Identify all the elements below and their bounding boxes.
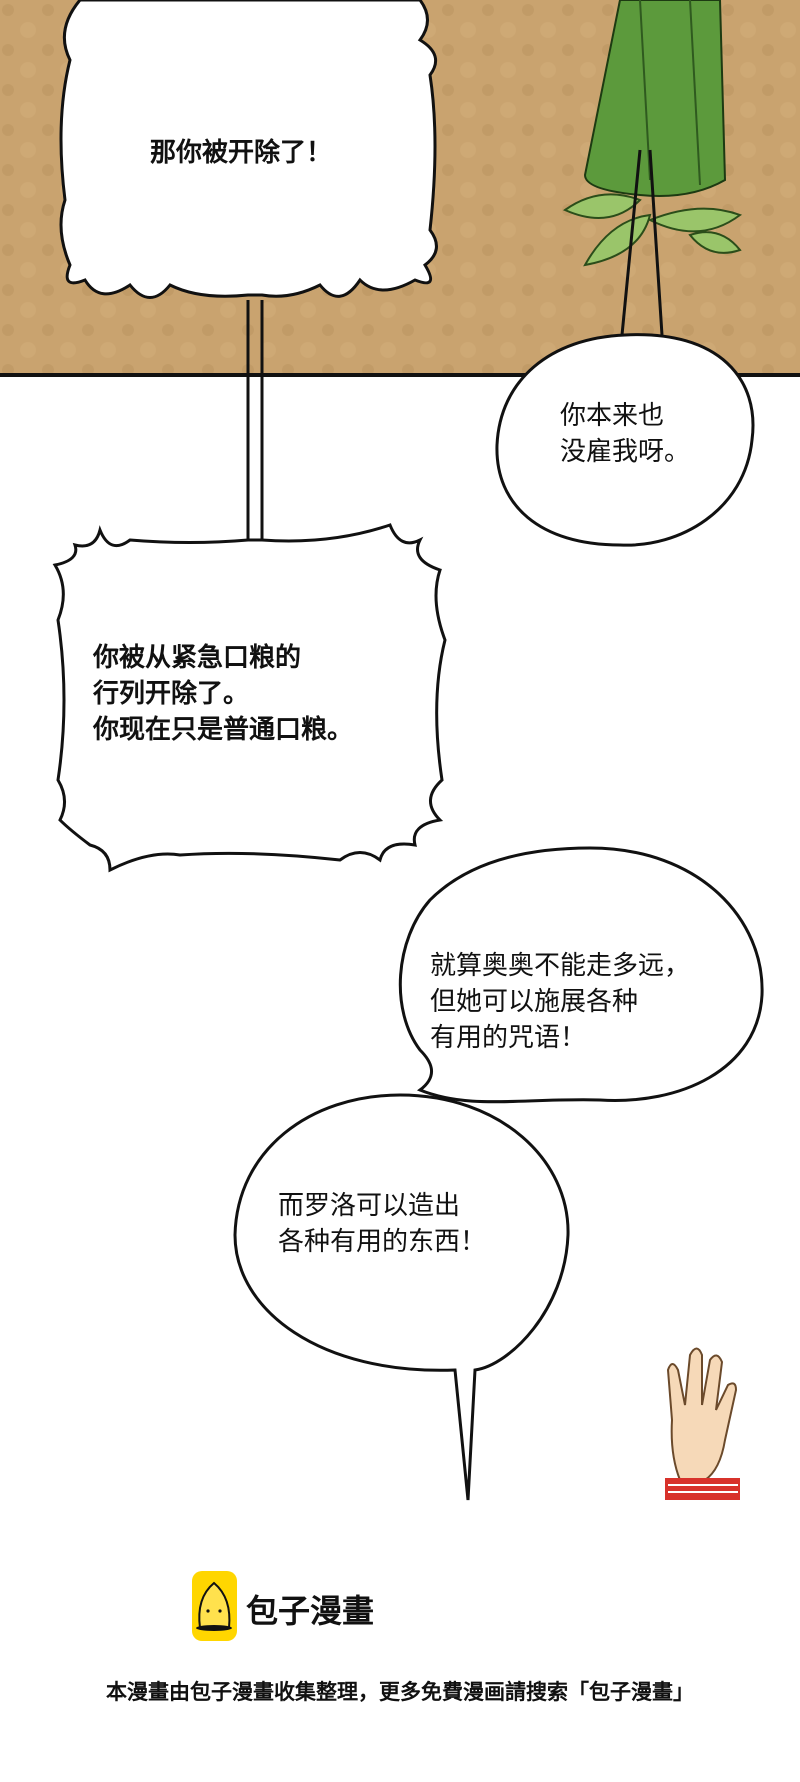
logo-text: 包子漫畫 bbox=[246, 1592, 375, 1630]
footer-notice: 本漫畫由包子漫畫收集整理，更多免費漫画請搜索「包子漫畫」 bbox=[106, 1680, 694, 1704]
speech-bubble-5 bbox=[233, 1093, 570, 1501]
speech-bubble-3 bbox=[52, 523, 447, 873]
speech-bubble-1 bbox=[59, 0, 438, 299]
raised-hand bbox=[665, 1347, 740, 1500]
baozi-logo-icon bbox=[192, 1571, 237, 1641]
speech-bubble-2 bbox=[495, 333, 755, 547]
bubble-2-text: 你本来也 没雇我呀。 bbox=[560, 401, 691, 467]
bubble-3-text: 你被从紧急口粮的 行列开除了。 你现在只是普通口粮。 bbox=[93, 643, 354, 745]
speech-bubble-4 bbox=[398, 846, 764, 1104]
bubble-1-text: 那你被开除了！ bbox=[150, 138, 333, 168]
bubble-4-text: 就算奥奥不能走多远， 但她可以施展各种 有用的咒语！ bbox=[430, 951, 691, 1053]
bubble-5-text: 而罗洛可以造出 各种有用的东西！ bbox=[278, 1191, 487, 1257]
plant-creature bbox=[562, 0, 743, 267]
